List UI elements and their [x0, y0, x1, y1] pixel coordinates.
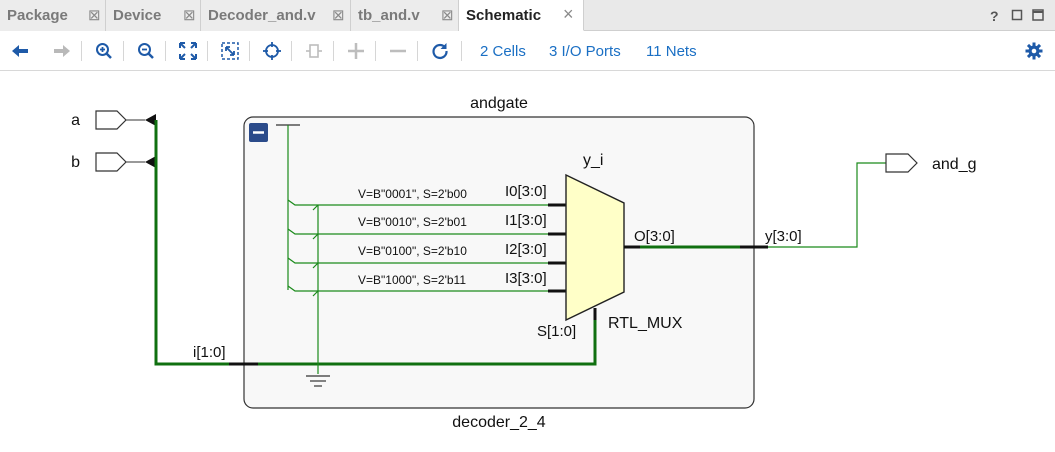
net-label-y: y[3:0] [765, 228, 802, 245]
tab-decoder-and-v[interactable]: Decoder_and.v ⊠ [201, 0, 351, 31]
mux-y-i[interactable] [565, 173, 625, 322]
port-label-b: b [71, 154, 80, 171]
close-icon[interactable]: ⊠ [88, 7, 101, 24]
zoom-out-icon[interactable] [135, 40, 157, 62]
tab-schematic[interactable]: Schematic × [459, 0, 584, 31]
collapse-icon [303, 40, 325, 62]
zoom-in-icon[interactable] [93, 40, 115, 62]
nets-link[interactable]: 11 Nets [646, 43, 697, 60]
close-icon[interactable]: ⊠ [183, 7, 196, 24]
port-label-and-g: and_g [932, 156, 977, 173]
zoom-fit-icon[interactable] [177, 40, 199, 62]
cells-link[interactable]: 2 Cells [480, 43, 526, 60]
back-arrow-icon[interactable] [9, 40, 31, 62]
pin-label-i1: I1[3:0] [505, 212, 547, 229]
mux-type-label: RTL_MUX [608, 315, 683, 332]
constant-label: V=B"0100", S=2'b10 [358, 244, 467, 258]
constant-label: V=B"1000", S=2'b11 [358, 273, 466, 287]
tab-device[interactable]: Device ⊠ [106, 0, 201, 31]
constant-row-1[interactable]: V=B"0010", S=2'b01 I1[3:0] [287, 212, 566, 240]
net-i-bus[interactable] [154, 120, 597, 366]
select-icon[interactable] [261, 40, 283, 62]
expand-minus-icon [387, 40, 409, 62]
close-icon[interactable]: × [563, 4, 574, 24]
collapse-button[interactable] [249, 123, 268, 142]
constant-row-2[interactable]: V=B"0100", S=2'b10 I2[3:0] [287, 241, 566, 269]
tab-bar: Package ⊠ Device ⊠ Decoder_and.v ⊠ tb_an… [0, 0, 1055, 31]
tab-label: Device [113, 7, 162, 24]
tab-label: Package [7, 7, 68, 24]
constant-row-3[interactable]: V=B"1000", S=2'b11 I3[3:0] [287, 270, 566, 297]
pin-label-i3: I3[3:0] [505, 270, 547, 287]
tab-label: tb_and.v [358, 7, 420, 24]
port-arrow-icon [145, 156, 156, 168]
zoom-area-icon[interactable] [219, 40, 241, 62]
maximize-icon[interactable] [1032, 8, 1044, 24]
port-label-a: a [71, 112, 80, 129]
cell-type-label: decoder_2_4 [452, 414, 546, 431]
refresh-icon[interactable] [429, 40, 451, 62]
tab-tb-and-v[interactable]: tb_and.v ⊠ [351, 0, 459, 31]
constant-row-0[interactable]: V=B"0001", S=2'b00 I0[3:0] [287, 183, 566, 211]
tab-label: Decoder_and.v [208, 7, 316, 24]
pin-label-i0: I0[3:0] [505, 183, 547, 200]
gear-icon[interactable] [1023, 40, 1045, 62]
pin-label-i2: I2[3:0] [505, 241, 547, 258]
constant-label: V=B"0010", S=2'b01 [358, 215, 467, 229]
schematic-canvas[interactable]: andgate decoder_2_4 a b i[1:0] V=B"0001"… [0, 72, 1055, 447]
constant-label: V=B"0001", S=2'b00 [358, 187, 467, 201]
tab-package[interactable]: Package ⊠ [0, 0, 106, 31]
cell-name: andgate [470, 95, 528, 112]
port-arrow-icon [145, 114, 156, 126]
forward-arrow-icon [51, 40, 73, 62]
help-icon[interactable]: ? [990, 8, 999, 24]
ground-icon [306, 375, 330, 387]
pin-label-select: S[1:0] [537, 323, 576, 340]
io-ports-link[interactable]: 3 I/O Ports [549, 43, 621, 60]
net-label-i: i[1:0] [193, 344, 226, 361]
expand-plus-icon [345, 40, 367, 62]
input-port-b[interactable] [95, 152, 127, 172]
toolbar: 2 Cells 3 I/O Ports 11 Nets [0, 31, 1055, 71]
net-and-g[interactable] [768, 162, 886, 248]
mux-instance-label: y_i [583, 152, 603, 169]
close-icon[interactable]: ⊠ [441, 7, 454, 24]
pin-label-output: O[3:0] [634, 228, 675, 245]
output-port-and-g[interactable] [885, 153, 918, 173]
tab-label: Schematic [466, 7, 542, 24]
close-icon[interactable]: ⊠ [332, 7, 345, 24]
restore-icon[interactable] [1011, 8, 1023, 24]
input-port-a[interactable] [95, 110, 127, 130]
